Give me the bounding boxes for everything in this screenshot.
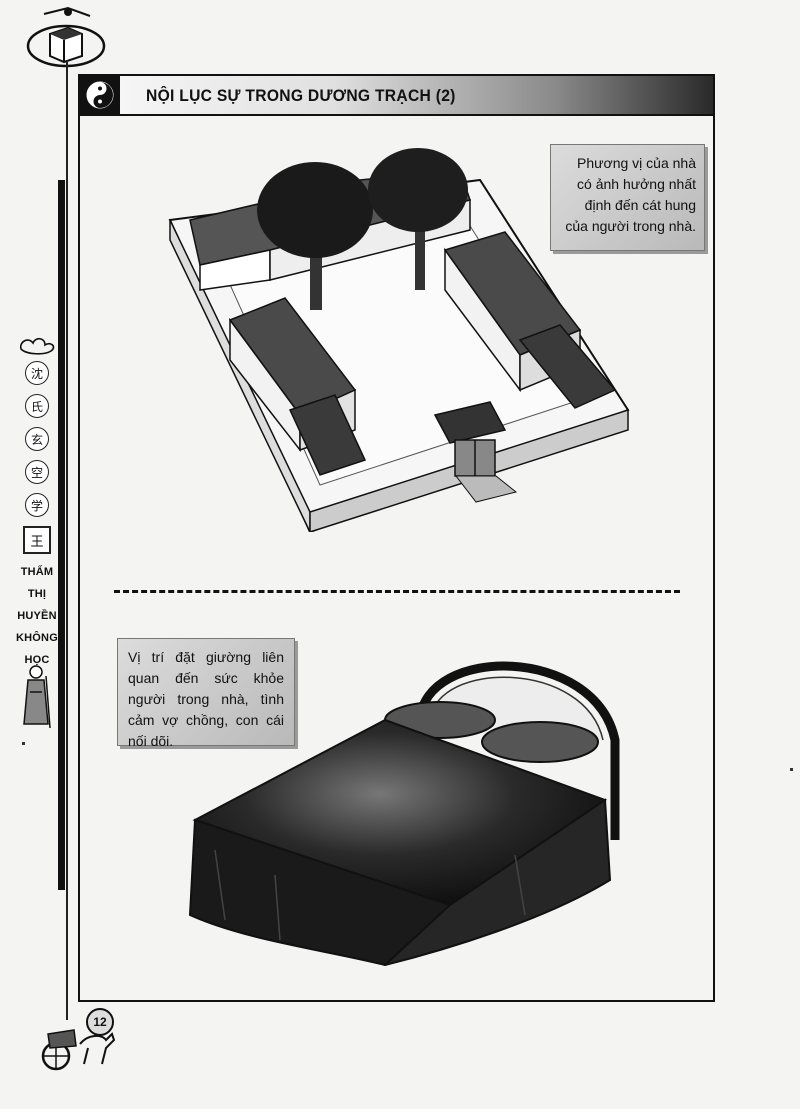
title-bar bbox=[78, 74, 715, 116]
seal-char-2: 氏 bbox=[25, 394, 49, 418]
sidebar-word-5: HỌC bbox=[24, 654, 50, 666]
page-title: NỘI LỤC SỰ TRONG DƯƠNG TRẠCH (2) bbox=[146, 86, 456, 105]
seal-char-1: 沈 bbox=[25, 361, 49, 385]
cloud-ornament-icon bbox=[19, 337, 55, 355]
courtyard-house-illustration bbox=[160, 140, 630, 534]
sidebar-word-3: HUYỀN bbox=[17, 610, 57, 622]
sidebar-word-2: THỊ bbox=[27, 588, 47, 600]
seal-char-4: 空 bbox=[25, 460, 49, 484]
yin-yang-emblem-icon bbox=[80, 76, 120, 114]
double-bed-illustration bbox=[185, 650, 630, 970]
margin-bar bbox=[58, 180, 65, 890]
horse-chariot-icon bbox=[40, 1004, 116, 1074]
seal-char-5: 学 bbox=[25, 493, 49, 517]
page-number: 12 bbox=[86, 1008, 114, 1036]
bed-caption: Vị trí đặt giường liên quan đến sức khỏe… bbox=[117, 638, 295, 749]
sage-figure-icon bbox=[18, 662, 54, 732]
sidebar-word-1: THẨM bbox=[20, 566, 54, 578]
square-seal: 王 bbox=[23, 526, 51, 554]
sidebar-word-4: KHÔNG bbox=[16, 632, 58, 644]
section-divider bbox=[114, 590, 680, 593]
speck bbox=[22, 742, 25, 745]
seal-char-3: 玄 bbox=[25, 427, 49, 451]
speck bbox=[790, 768, 793, 771]
house-caption: Phương vị của nhà có ảnh hưởng nhất định… bbox=[550, 144, 705, 251]
margin-line bbox=[66, 60, 68, 1020]
sidebar-seal-stack: 沈 氏 玄 空 学 王 THẨM THỊ HUYỀN KHÔNG HỌC bbox=[14, 335, 60, 676]
